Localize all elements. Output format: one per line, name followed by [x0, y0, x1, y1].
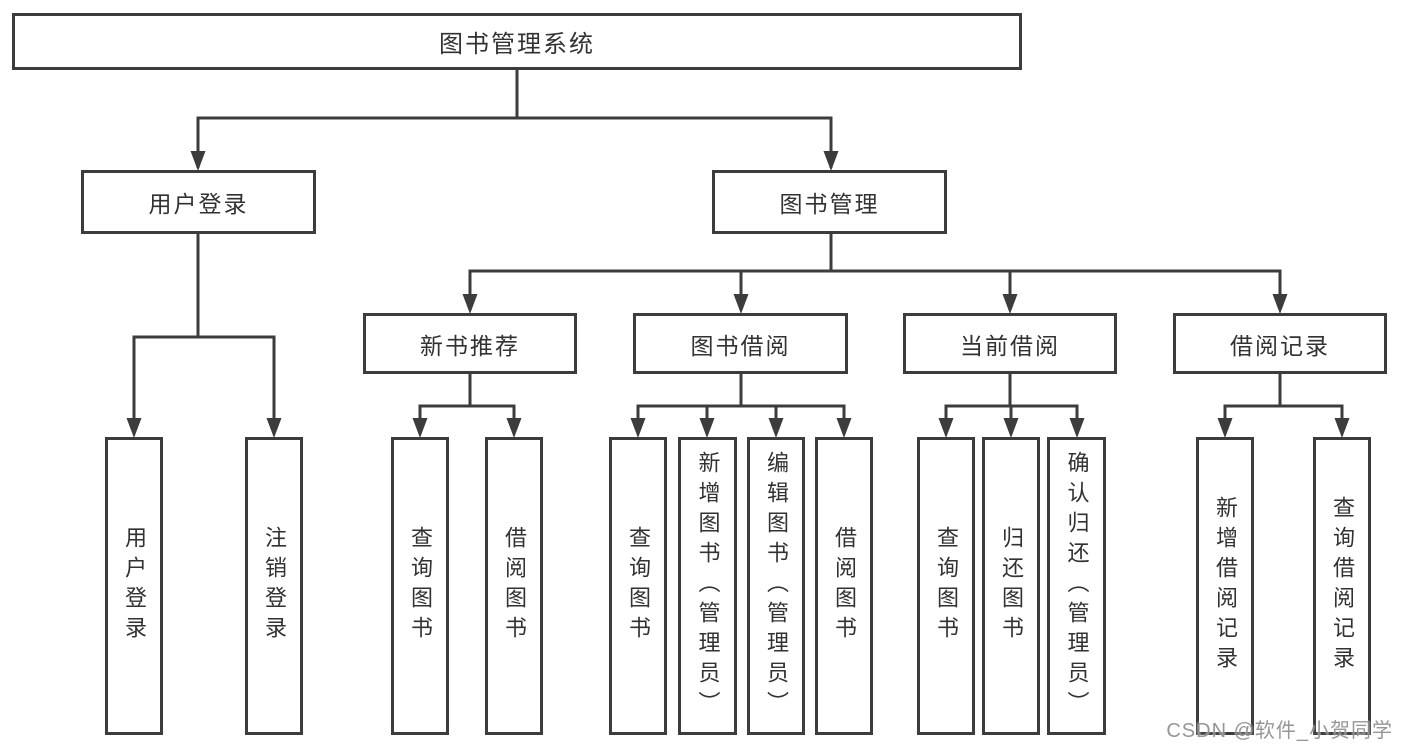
arrowhead: [938, 418, 954, 438]
node-label: 借阅图书: [502, 526, 527, 646]
node-borrow-records: 借阅记录: [1173, 313, 1387, 374]
leaf-user-login: 用户登录: [105, 437, 163, 735]
node-label: 借阅图书: [832, 526, 857, 646]
arrowhead: [836, 418, 852, 438]
node-label: 新增图书（管理员）: [695, 451, 721, 721]
node-label: 图书管理系统: [439, 31, 595, 58]
leaf-borrow-books-recommend: 借阅图书: [485, 437, 543, 735]
edge-bookmgmt-branch: [468, 269, 1282, 310]
leaf-logout: 注销登录: [245, 437, 303, 735]
node-book-management: 图书管理: [712, 170, 947, 234]
leaf-query-borrow-record: 查询借阅记录: [1313, 437, 1371, 735]
leaf-query-books-recommend: 查询图书: [391, 437, 449, 735]
arrowhead: [506, 418, 522, 438]
arrowhead: [1002, 294, 1018, 314]
leaf-query-books-borrow: 查询图书: [609, 437, 667, 735]
leaf-return-books: 归还图书: [982, 437, 1040, 735]
node-label: 编辑图书（管理员）: [764, 451, 789, 721]
node-label: 图书管理: [779, 191, 880, 217]
leaf-borrow-books: 借阅图书: [815, 437, 873, 735]
leaf-edit-books-admin: 编辑图书（管理员）: [747, 437, 805, 735]
leaf-add-borrow-record: 新增借阅记录: [1196, 437, 1254, 735]
arrowhead: [462, 294, 478, 314]
node-book-borrow: 图书借阅: [633, 313, 848, 374]
leaf-add-books-admin: 新增图书（管理员）: [678, 437, 737, 735]
arrowhead: [266, 418, 282, 438]
arrowhead: [1217, 418, 1233, 438]
arrowhead: [1334, 418, 1350, 438]
node-label: 用户登录: [122, 526, 147, 646]
node-label: 查询图书: [408, 526, 433, 646]
node-label: 新增借阅记录: [1213, 496, 1238, 676]
arrowhead: [1069, 418, 1085, 438]
node-label: 借阅记录: [1230, 332, 1330, 359]
arrowhead: [126, 418, 142, 438]
arrowhead: [768, 418, 784, 438]
edge-userlogin-branch: [132, 335, 276, 434]
node-label: 用户登录: [148, 191, 249, 217]
node-label: 归还图书: [999, 526, 1024, 646]
node-new-book-recommend: 新书推荐: [363, 313, 577, 374]
arrowhead: [412, 418, 428, 438]
leaf-confirm-return-admin: 确认归还（管理员）: [1047, 437, 1106, 735]
edge-root-branch: [196, 116, 833, 168]
node-label: 查询借阅记录: [1330, 496, 1355, 676]
node-label: 查询图书: [934, 526, 959, 646]
node-user-login: 用户登录: [81, 170, 316, 234]
arrowhead: [823, 151, 839, 171]
edge-borrow-branch: [636, 404, 846, 434]
leaf-query-books-current: 查询图书: [917, 437, 975, 735]
node-label: 当前借阅: [960, 332, 1060, 359]
node-label: 查询图书: [626, 526, 651, 646]
arrowhead: [1272, 294, 1288, 314]
arrowhead: [733, 294, 749, 314]
arrowhead: [1003, 418, 1019, 438]
edge-records-branch: [1223, 404, 1344, 434]
node-label: 图书借阅: [690, 332, 791, 359]
node-root-system: 图书管理系统: [12, 13, 1022, 70]
node-current-borrow: 当前借阅: [903, 313, 1117, 374]
node-label: 确认归还（管理员）: [1064, 451, 1090, 721]
arrowhead: [630, 418, 646, 438]
arrowhead: [190, 151, 206, 171]
edge-newbooks-branch: [418, 404, 516, 434]
node-label: 注销登录: [262, 526, 287, 646]
node-label: 新书推荐: [420, 332, 520, 359]
arrowhead: [699, 418, 715, 438]
